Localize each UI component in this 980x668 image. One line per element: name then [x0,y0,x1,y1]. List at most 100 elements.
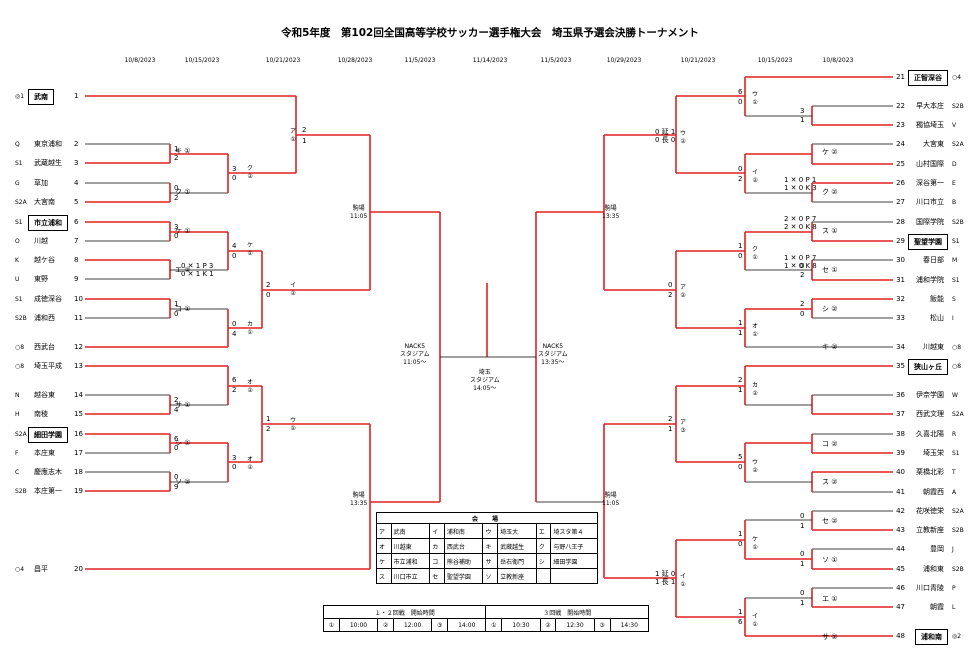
team-name: 朝霞西 [923,488,944,496]
team-seed: M [952,257,958,264]
score: 1 [302,137,306,145]
venue-label: 駒場 11:05 [350,205,368,220]
venue-cell: カ [429,538,445,554]
score: 2 [174,396,178,404]
score: 2 [266,281,270,289]
team-number: 48 [896,632,905,640]
page-title: 令和5年度 第102回全国高等学校サッカー選手権大会 埼玉県予選会決勝トーナメン… [281,27,699,39]
team-name: 西武台 [34,343,55,351]
team-seed: ○8 [15,363,25,370]
team-seed: S2B [952,527,964,534]
team-name: 東京浦和 [34,140,62,148]
team-name: 伊奈学園 [916,391,944,399]
team-name: 飯能 [930,295,944,303]
venue-cell: ク [535,538,552,554]
team-number: 6 [74,218,79,226]
score: 6 [738,618,743,626]
team-number: 43 [896,526,905,534]
score: 1 [738,319,742,327]
team-seed: S2A [952,508,964,515]
time-cell: ③ [431,618,449,632]
date-label: 10/29/2023 [606,57,642,64]
venue-label: NACK5 スタジアム 11:05〜 [400,343,430,366]
score: 5 [738,453,742,461]
score: 0 [174,473,178,481]
time-cell: 10:30 [501,618,541,632]
venue-cell: 武南 [390,523,431,539]
match-label: ス ② [822,478,838,486]
score: 2 [800,271,804,279]
match-label: セ ① [822,266,838,274]
team-number: 25 [896,160,905,168]
score: 2 [266,425,270,433]
score: 0 [738,463,742,471]
venue-cell: 埼玉大 [497,523,537,539]
score: 0 [800,310,804,318]
venue-cell: オ [376,538,392,554]
team-name: 武南 [28,89,54,105]
team-seed: S2B [952,566,964,573]
team-seed: S2B [952,219,964,226]
score: 2 [738,175,742,183]
team-seed: V [952,122,957,129]
team-number: 38 [896,430,905,438]
score: 1 [800,522,804,530]
team-seed: W [952,392,958,399]
team-seed: G [15,180,20,187]
team-seed: S2A [15,431,27,438]
score: 2 [800,300,804,308]
team-number: 26 [896,179,905,187]
team-name: 成徳深谷 [34,295,62,303]
team-seed: S1 [15,296,23,303]
match-label: セ ② [822,517,838,525]
score: 2 [668,415,672,423]
score: 4 [232,242,237,250]
venue-cell: 川口市立 [390,568,431,584]
venue-cell: 立教新座 [497,568,537,584]
score: 0 [266,291,270,299]
venue-cell [535,568,552,584]
team-seed: S1 [952,238,960,245]
venue-cell: 埼スタ第４ [550,523,598,539]
score: 1 [738,608,742,616]
date-label: 10/21/2023 [680,57,716,64]
team-number: 33 [896,314,905,322]
team-seed: H [15,411,20,418]
venue-cell: 与野八王子 [550,538,598,554]
team-number: 45 [896,565,905,573]
team-seed: N [15,392,20,399]
score: 1 [738,530,742,538]
score: 3 [232,165,236,173]
team-seed: C [15,469,20,476]
team-name: 早大本庄 [916,102,944,110]
team-number: 44 [896,545,905,553]
team-name: 南稜 [34,410,48,418]
score: 1 [800,599,804,607]
team-number: 30 [896,256,905,264]
score: 6 [232,376,237,384]
team-seed: B [952,199,957,206]
venue-cell: イ [429,523,445,539]
score: 0 [738,252,742,260]
time-cell: ② [377,618,394,632]
team-number: 9 [74,275,79,283]
team-name: 久喜北陽 [916,430,944,438]
venue-cell: 熊谷補助 [443,553,484,569]
team-name: 川越東 [923,343,944,351]
team-number: 31 [896,276,905,284]
team-seed: S2B [15,488,27,495]
date-label: 11/5/2023 [404,57,436,64]
team-name: 山村国際 [916,160,944,168]
